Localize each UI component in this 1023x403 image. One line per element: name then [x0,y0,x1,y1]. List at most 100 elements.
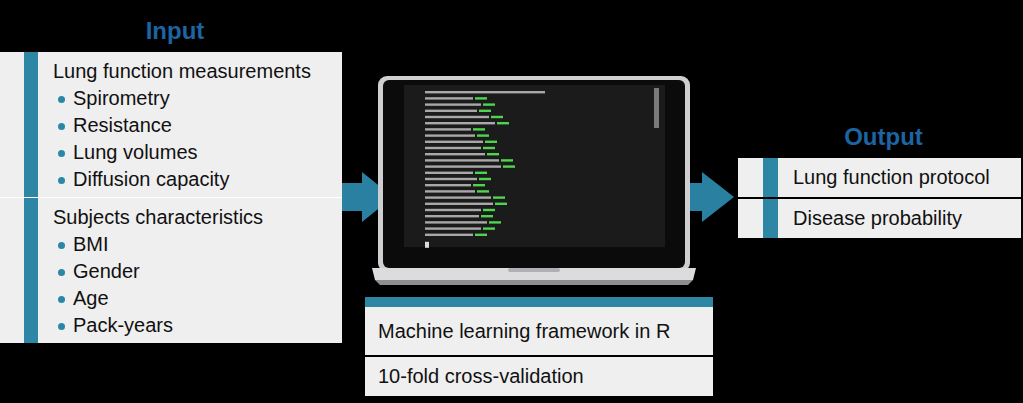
terminal-line [425,147,481,149]
process-box: Lung function protocol [738,158,1021,197]
text-row: Gender [53,258,342,285]
terminal-line [425,184,471,186]
bullet-item: BMI [53,231,109,258]
box-label: Disease probability [793,207,962,230]
terminal-line [425,122,495,124]
bullet-dot [58,296,65,303]
bullet-dot [58,323,65,330]
terminal-ok [483,103,495,105]
terminal-ok [487,153,499,155]
terminal-line [425,91,545,93]
terminal-line [425,116,489,118]
accent-bar [24,198,38,343]
bullet-item: Spirometry [53,85,170,112]
terminal-line [425,178,477,180]
terminal-ok [493,196,505,198]
terminal-ok [497,122,509,124]
text-row: BMI [53,231,342,258]
terminal-ok [475,172,487,174]
terminal-line [425,196,491,198]
terminal-line [425,203,493,205]
laptop-base [372,268,696,280]
terminal-ok [501,159,513,161]
terminal-line [425,227,481,229]
box-label: 10-fold cross-validation [378,365,584,388]
terminal-ok [477,134,489,136]
terminal-ok [483,227,495,229]
laptop-screen [404,85,665,247]
terminal-line [425,209,481,211]
terminal-ok [479,110,491,112]
terminal-ok [491,116,503,118]
terminal-line [425,153,485,155]
terminal-ok [489,221,501,223]
terminal-ok [475,234,487,236]
terminal-ok [481,215,493,217]
bullet-item: Diffusion capacity [53,166,229,193]
process-box: Disease probability [738,199,1021,238]
bullet-item: Pack-years [53,312,173,339]
text-row: Lung function measurements [53,58,342,85]
bullet-item: Lung volumes [53,139,198,166]
panel-title: Output [738,118,1023,156]
terminal-line [425,165,501,167]
terminal-line [425,172,473,174]
bullet-dot [58,242,65,249]
input-section: Lung function measurementsSpirometryResi… [0,52,342,197]
terminal-line [425,234,473,236]
bullet-dot [58,177,65,184]
terminal-line [425,221,487,223]
box-label: Lung function protocol [793,166,990,189]
panel-group: OutputLung function protocolDisease prob… [738,118,1023,238]
terminal-ok [495,203,507,205]
terminal-line [425,215,479,217]
process-box: 10-fold cross-validation [365,357,713,396]
laptop-bezel [383,80,685,268]
bullet-dot [58,123,65,130]
text-row: Subjects characteristics [53,204,342,231]
terminal-cursor [425,242,429,248]
text-row: Diffusion capacity [53,166,342,193]
bullet-dot [58,150,65,157]
section-heading: Subjects characteristics [53,204,263,231]
terminal-ok [473,128,485,130]
terminal-ok [503,165,515,167]
terminal-line [425,141,483,143]
accent-bar [763,158,778,197]
laptop-lid [378,76,690,272]
bullet-item: Gender [53,258,140,285]
bullet-dot [58,96,65,103]
terminal-ok [473,184,485,186]
box-label: Machine learning framework in R [378,320,670,343]
terminal-line [425,97,473,99]
scroll-bar [654,88,659,128]
section-heading: Lung function measurements [53,58,311,85]
terminal-ok [477,190,489,192]
accent-bar [24,52,38,197]
terminal-line [425,128,471,130]
text-row: Age [53,285,342,312]
terminal-ok [483,147,495,149]
laptop-base-edge [375,280,693,285]
text-row: Pack-years [53,312,342,339]
terminal-line [425,190,475,192]
bullet-item: Age [53,285,109,312]
input-section: Subjects characteristicsBMIGenderAgePack… [0,198,342,343]
terminal-line [425,110,477,112]
terminal-ok [485,141,497,143]
panel-group: InputLung function measurementsSpirometr… [0,12,350,342]
text-row: Lung volumes [53,139,342,166]
bullet-dot [58,269,65,276]
panel-title: Input [0,12,350,50]
terminal-lines [425,91,545,248]
text-row: Spirometry [53,85,342,112]
text-row: Resistance [53,112,342,139]
terminal-line [425,159,499,161]
terminal-ok [479,178,491,180]
accent-bar [763,199,778,238]
bullet-item: Resistance [53,112,172,139]
process-box: Machine learning framework in R [365,297,713,355]
terminal-line [425,134,475,136]
terminal-ok [475,97,487,99]
